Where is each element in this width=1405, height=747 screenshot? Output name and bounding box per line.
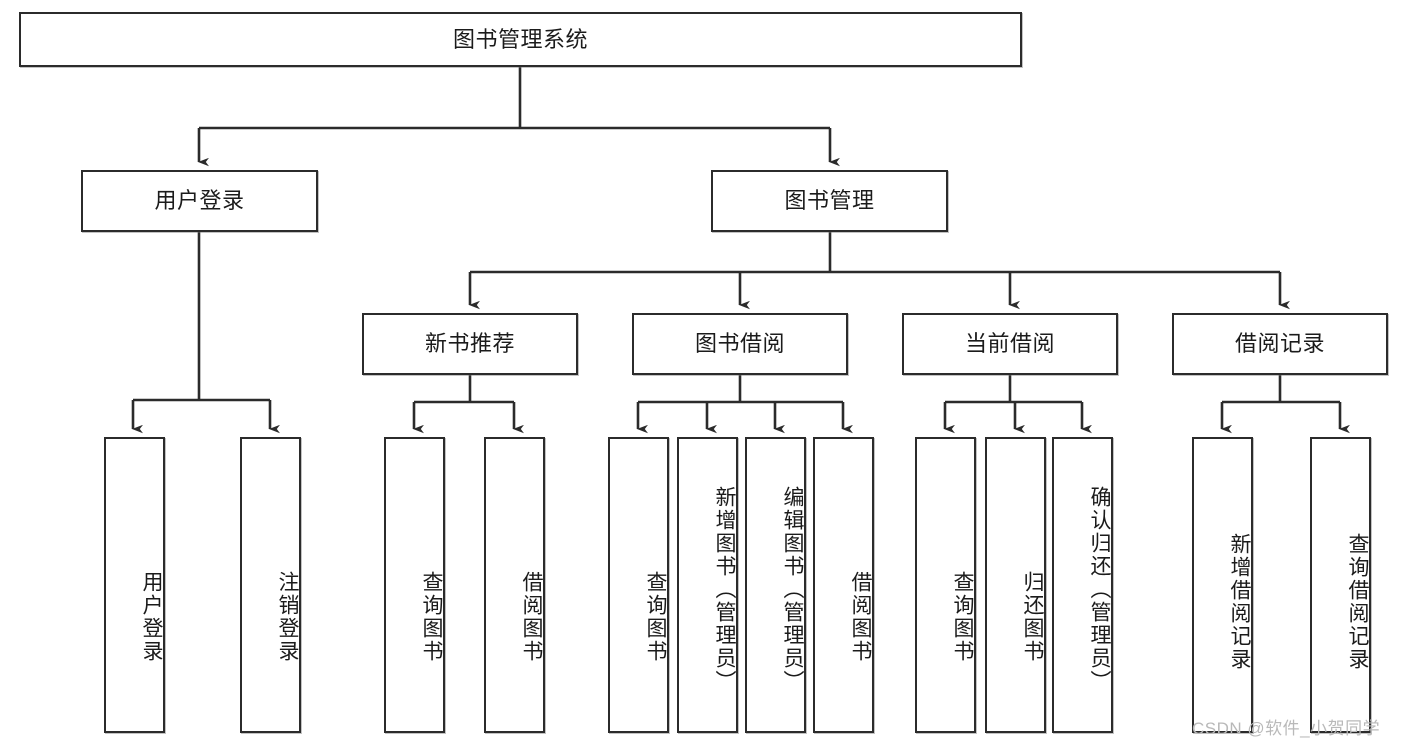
node-root-library-management-system[interactable]: 图书管理系统 — [19, 12, 1022, 67]
leaf-add-borrow-record[interactable]: 新增借阅记录 — [1192, 437, 1253, 733]
node-label: 用户登录 — [154, 188, 245, 214]
node-label: 借阅记录 — [1234, 331, 1325, 357]
node-book-borrowing[interactable]: 图书借阅 — [632, 313, 848, 375]
leaf-borrow-books[interactable]: 借阅图书 — [813, 437, 874, 733]
node-label: 当前借阅 — [964, 331, 1055, 357]
leaf-borrow-books-recommend[interactable]: 借阅图书 — [484, 437, 545, 733]
node-new-book-recommendation[interactable]: 新书推荐 — [362, 313, 578, 375]
node-label: 图书管理 — [784, 188, 875, 214]
node-label: 编辑图书（管理员） — [781, 485, 804, 693]
node-label: 查询图书 — [420, 571, 443, 663]
node-user-login[interactable]: 用户登录 — [81, 170, 318, 232]
csdn-watermark: CSDN @软件_小贺同学 — [1192, 719, 1381, 738]
node-label: 图书借阅 — [694, 331, 785, 357]
node-label: 查询图书 — [951, 571, 974, 663]
node-label: 图书管理系统 — [452, 26, 588, 52]
leaf-edit-book-admin[interactable]: 编辑图书（管理员） — [745, 437, 806, 733]
node-label: 查询借阅记录 — [1346, 533, 1369, 671]
node-label: 确认归还（管理员） — [1088, 485, 1111, 693]
node-label: 用户登录 — [140, 571, 163, 663]
leaf-query-books-current[interactable]: 查询图书 — [915, 437, 976, 733]
leaf-confirm-return-admin[interactable]: 确认归还（管理员） — [1052, 437, 1113, 733]
node-book-management[interactable]: 图书管理 — [711, 170, 948, 232]
leaf-query-borrow-record[interactable]: 查询借阅记录 — [1310, 437, 1371, 733]
leaf-query-books-recommend[interactable]: 查询图书 — [384, 437, 445, 733]
node-label: 借阅图书 — [849, 571, 872, 663]
leaf-add-book-admin[interactable]: 新增图书（管理员） — [677, 437, 738, 733]
leaf-return-books[interactable]: 归还图书 — [985, 437, 1046, 733]
leaf-user-login[interactable]: 用户登录 — [104, 437, 165, 733]
node-borrowing-records[interactable]: 借阅记录 — [1172, 313, 1388, 375]
node-label: 归还图书 — [1021, 571, 1044, 663]
node-current-borrowing[interactable]: 当前借阅 — [902, 313, 1118, 375]
node-label: 查询图书 — [644, 571, 667, 663]
node-label: 注销登录 — [276, 571, 299, 663]
node-label: 新增借阅记录 — [1228, 533, 1251, 671]
node-label: 新书推荐 — [424, 331, 515, 357]
node-label: 新增图书（管理员） — [713, 485, 736, 693]
leaf-logout[interactable]: 注销登录 — [240, 437, 301, 733]
node-label: 借阅图书 — [520, 571, 543, 663]
leaf-query-books-borrow[interactable]: 查询图书 — [608, 437, 669, 733]
